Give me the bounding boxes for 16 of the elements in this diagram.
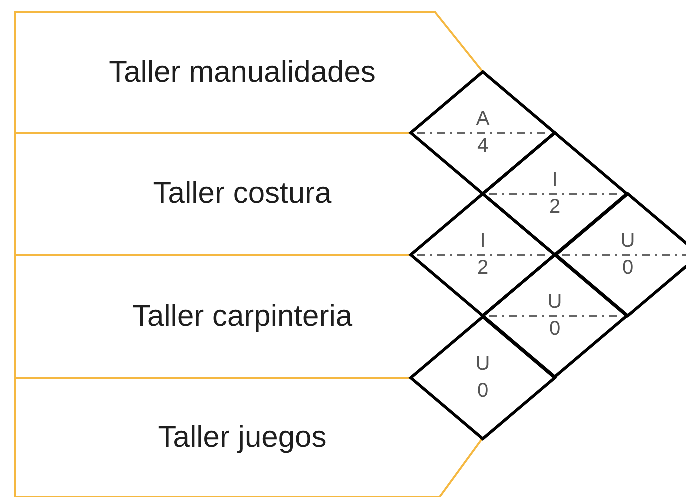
closeness-code: I [551,169,559,191]
reason-code: 2 [476,257,490,279]
closeness-code: U [474,353,492,375]
reason-code: 0 [621,257,635,279]
reason-code: 2 [548,196,562,218]
closeness-code: I [479,230,487,252]
department-name: Taller manualidades [109,56,376,90]
department-name: Taller juegos [158,420,327,454]
department-name: Taller costura [153,177,332,211]
reason-code: 0 [548,318,562,340]
closeness-code: A [475,108,491,130]
reason-code: 0 [476,380,490,402]
department-name: Taller carpinteria [132,300,353,334]
closeness-code: U [620,230,636,252]
closeness-code: U [546,291,564,313]
reason-code: 4 [476,135,490,157]
